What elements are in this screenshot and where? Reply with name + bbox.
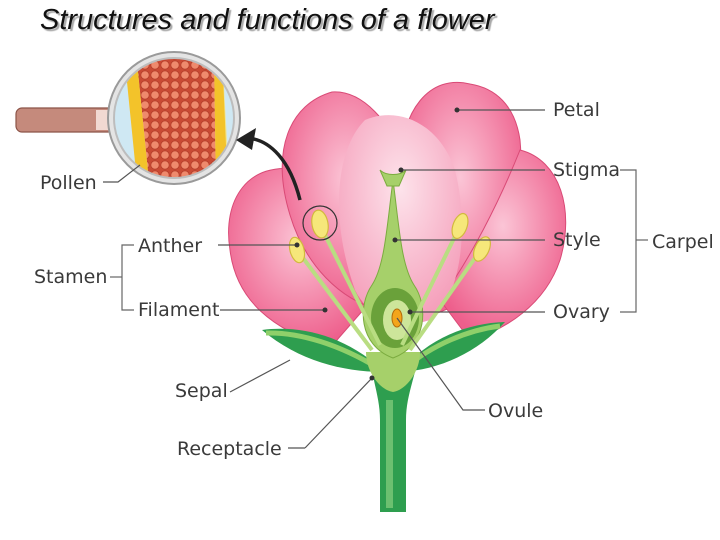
label-style: Style xyxy=(553,229,601,251)
page-title: Structures and functions of a flower xyxy=(40,4,495,36)
label-stamen: Stamen xyxy=(34,266,107,288)
stem xyxy=(366,352,420,512)
label-stigma: Stigma xyxy=(553,159,620,181)
label-receptacle: Receptacle xyxy=(177,438,282,460)
label-anther: Anther xyxy=(138,235,202,257)
stamens xyxy=(288,205,491,352)
label-ovule: Ovule xyxy=(488,400,543,422)
brackets xyxy=(110,169,648,313)
magnifier-icon xyxy=(15,51,302,201)
leader-lines xyxy=(103,107,545,449)
label-petal: Petal xyxy=(553,99,600,121)
label-sepal: Sepal xyxy=(175,380,228,402)
label-pollen: Pollen xyxy=(40,172,97,194)
label-filament: Filament xyxy=(138,299,219,321)
label-ovary: Ovary xyxy=(553,301,610,323)
label-carpel: Carpel xyxy=(652,231,714,253)
